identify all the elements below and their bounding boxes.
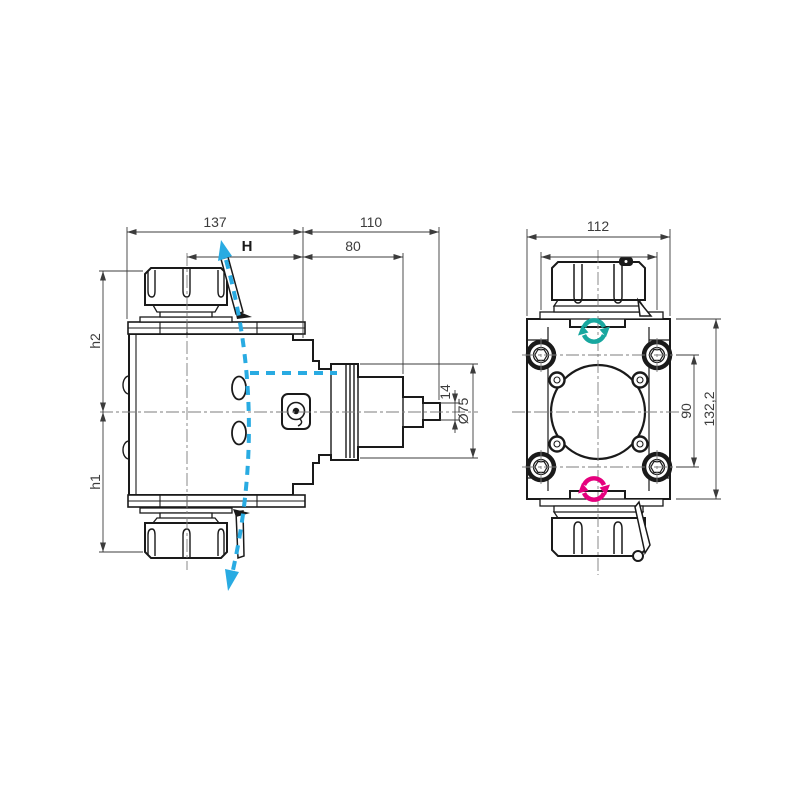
dim-110: 110 (360, 214, 383, 230)
front-view (525, 257, 673, 562)
index-nub-dot (624, 260, 628, 263)
collet-base-plate (539, 498, 664, 507)
bottom-collet-chuck (139, 507, 250, 560)
collet-rings (552, 505, 645, 519)
rotation-cw-icon (578, 318, 610, 344)
pin-hole-inner (636, 440, 644, 448)
collet-rings (151, 304, 221, 318)
dim-h2: h2 (87, 333, 103, 349)
collet-nut-slots (573, 521, 623, 554)
front-bottom-collet (539, 498, 664, 562)
dim-137: 137 (203, 214, 227, 230)
clamp-hook (297, 418, 303, 427)
pin-hole-inner (553, 440, 561, 448)
dimension-lines (100, 229, 719, 552)
pin-hole-inner (553, 376, 561, 384)
plate-lines (128, 327, 305, 502)
dimension-labels: 137 110 H 80 h2 h1 14 Ø75 112 90 132,2 (87, 214, 717, 490)
dim-80: 80 (345, 238, 361, 254)
side-view-features (231, 375, 311, 446)
collet-rings (151, 512, 221, 524)
rotation-ccw-arrowheads (578, 483, 610, 495)
flange-rings (330, 364, 359, 458)
dim-90-right: 90 (678, 403, 694, 419)
rotation-cw-arrowheads (578, 325, 610, 337)
lever-foot (233, 509, 250, 517)
tool-path-arc (224, 259, 251, 571)
front-top-collet (539, 257, 664, 320)
slot-hole (231, 375, 247, 401)
lever-edge (634, 500, 651, 555)
bolt-row-centerlines (522, 354, 676, 468)
extension-lines (99, 227, 721, 553)
top-collet-chuck (139, 256, 252, 323)
collet-base-plate (139, 507, 233, 514)
collet-nut (551, 261, 646, 301)
dim-112: 112 (587, 218, 610, 234)
lever-ball (632, 550, 644, 562)
dim-14: 14 (437, 384, 453, 400)
tool-path-lines (224, 259, 337, 571)
dim-H: H (242, 238, 253, 255)
arrow-up-icon (218, 240, 232, 261)
collet-nut (144, 522, 228, 559)
rotation-ccw-arcs (581, 476, 607, 502)
dim-h1: h1 (87, 474, 103, 490)
dim-132: 132,2 (701, 391, 717, 426)
collet-nut-slots (573, 264, 623, 304)
collet-nut (144, 267, 228, 306)
collet-rings (552, 299, 645, 313)
tool-path (218, 240, 337, 591)
side-view (122, 256, 441, 560)
pin-holes (548, 371, 649, 453)
dim-d75: Ø75 (455, 398, 471, 425)
clamp-screw-center (292, 407, 300, 415)
slot-hole (231, 420, 247, 446)
dimension-annotations: 137 110 H 80 h2 h1 14 Ø75 112 90 132,2 (87, 214, 721, 553)
rotation-cw-arcs (581, 318, 607, 344)
arrow-down-icon (225, 569, 239, 591)
collet-nut (551, 517, 646, 557)
rotation-ccw-icon (578, 476, 610, 502)
lever-edge (636, 297, 653, 317)
centerlines (100, 250, 688, 575)
tool-path-arrows (218, 240, 239, 591)
pin-hole-inner (636, 376, 644, 384)
bolt-cross-ticks (540, 338, 658, 484)
collet-base-plate (139, 316, 233, 323)
